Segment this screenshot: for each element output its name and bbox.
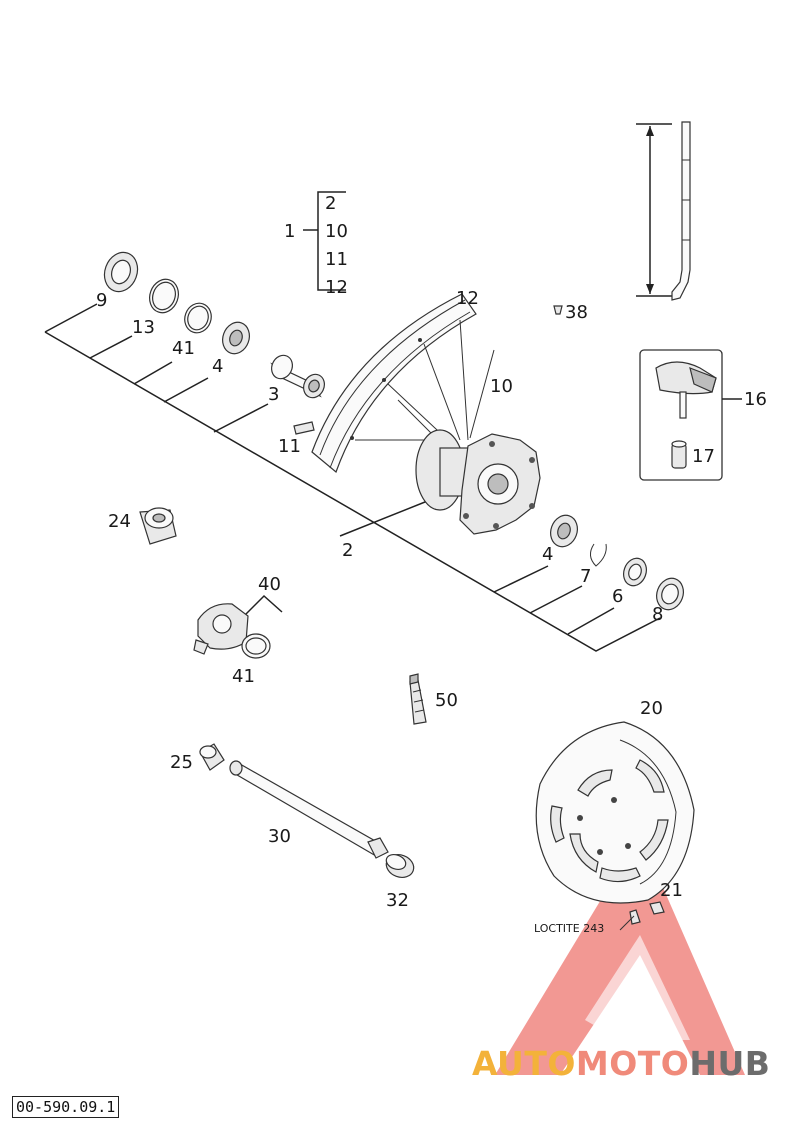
label-kit-2: 2 bbox=[325, 193, 336, 214]
label-41-top: 41 bbox=[172, 338, 195, 359]
label-1: 1 bbox=[284, 221, 295, 242]
spacer-24 bbox=[139, 507, 177, 545]
label-40: 40 bbox=[258, 574, 281, 595]
grease-tube-50 bbox=[409, 673, 427, 725]
label-4-right: 4 bbox=[542, 544, 553, 565]
label-12: 12 bbox=[456, 288, 479, 309]
axle-assembly bbox=[199, 743, 415, 878]
brand-part-hub: HUB bbox=[689, 1044, 771, 1083]
spoke-dimension bbox=[636, 121, 691, 301]
right-bearing-stack bbox=[550, 514, 684, 611]
loctite-note: LOCTITE 243 bbox=[534, 922, 604, 935]
label-21: 21 bbox=[660, 880, 683, 901]
document-reference-number: 00-590.09.1 bbox=[12, 1096, 120, 1118]
watermark-triangle-logo bbox=[495, 835, 745, 1075]
left-bearing-stack bbox=[103, 251, 325, 435]
brand-part-auto: AUTO bbox=[472, 1044, 576, 1083]
label-17: 17 bbox=[692, 446, 715, 467]
screw-38 bbox=[553, 305, 563, 315]
label-30: 30 bbox=[268, 826, 291, 847]
label-8: 8 bbox=[652, 604, 663, 625]
label-kit-12: 12 bbox=[325, 277, 348, 298]
label-38: 38 bbox=[565, 302, 588, 323]
label-4-left: 4 bbox=[212, 356, 223, 377]
label-10: 10 bbox=[490, 376, 513, 397]
part-labels: 1 2 10 11 12 9 13 41 4 3 11 12 10 38 16 … bbox=[96, 193, 767, 935]
label-50: 50 bbox=[435, 690, 458, 711]
label-6: 6 bbox=[612, 586, 623, 607]
label-13: 13 bbox=[132, 317, 155, 338]
label-32: 32 bbox=[386, 890, 409, 911]
label-kit-10: 10 bbox=[325, 221, 348, 242]
brake-disc-20 bbox=[535, 721, 695, 931]
label-25: 25 bbox=[170, 752, 193, 773]
leader-lines-left bbox=[44, 303, 661, 652]
speedo-drive-40 bbox=[193, 594, 283, 659]
label-11: 11 bbox=[278, 436, 301, 457]
label-24: 24 bbox=[108, 511, 131, 532]
label-41-bottom: 41 bbox=[232, 666, 255, 687]
kit-bracket bbox=[303, 191, 346, 291]
label-7: 7 bbox=[580, 566, 591, 587]
label-3: 3 bbox=[268, 384, 279, 405]
label-2: 2 bbox=[342, 540, 353, 561]
watermark-brand-text: AUTOMOTOHUB bbox=[472, 1044, 770, 1083]
brand-part-moto: MOTO bbox=[575, 1044, 690, 1083]
label-9: 9 bbox=[96, 290, 107, 311]
valve-cap-box bbox=[639, 349, 742, 481]
label-kit-11: 11 bbox=[325, 249, 348, 270]
label-16: 16 bbox=[744, 389, 767, 410]
label-20: 20 bbox=[640, 698, 663, 719]
wheel-rim-and-hub bbox=[311, 293, 541, 535]
